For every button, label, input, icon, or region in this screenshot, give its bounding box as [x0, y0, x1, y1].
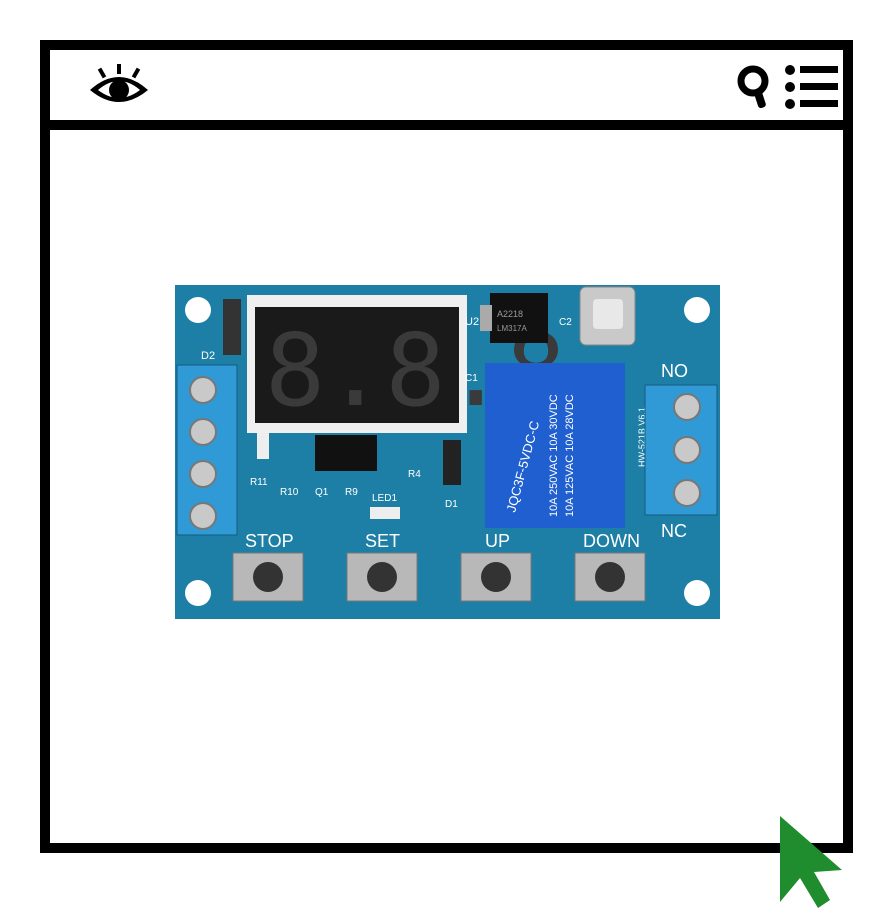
- button-up[interactable]: UP: [460, 531, 532, 602]
- label-d2: D2: [201, 350, 215, 362]
- menu-icon[interactable]: [784, 62, 840, 112]
- chip-text-a2218: A2218: [497, 309, 523, 319]
- label-d1: D1: [445, 499, 458, 510]
- button-label-up: UP: [485, 531, 510, 551]
- button-label-stop: STOP: [245, 531, 294, 551]
- relay-timer-board: D2 8.8.8. A2218 LM317A U2 C2 C1 JQC3F-5V…: [175, 285, 720, 619]
- button-label-set: SET: [365, 531, 400, 551]
- label-u2: U2: [465, 316, 479, 328]
- label-led1: LED1: [372, 493, 397, 504]
- terminal-label-no: NO: [661, 361, 688, 381]
- label-c1: C1: [465, 373, 478, 384]
- label-r11: R11: [250, 477, 268, 488]
- relay-rating-2: 10A 125VAC 10A 28VDC: [564, 394, 576, 517]
- cursor-arrow-icon: [780, 816, 842, 908]
- relay-rating-1: 10A 250VAC 10A 30VDC: [548, 394, 560, 517]
- label-r9: R9: [345, 487, 358, 498]
- chip-text-lm317a: LM317A: [497, 324, 527, 333]
- label-r4: R4: [408, 469, 421, 480]
- board-model: HW-521B V6.1: [637, 407, 647, 467]
- button-stop[interactable]: STOP: [232, 531, 304, 602]
- window-toolbar: [50, 50, 843, 130]
- search-icon[interactable]: [736, 64, 776, 112]
- eye-icon[interactable]: [84, 62, 154, 112]
- product-image-area: D2 8.8.8. A2218 LM317A U2 C2 C1 JQC3F-5V…: [50, 130, 843, 843]
- label-c2: C2: [559, 317, 572, 328]
- button-set[interactable]: SET: [346, 531, 418, 602]
- button-down[interactable]: DOWN: [574, 531, 646, 602]
- label-r10: R10: [280, 487, 299, 498]
- label-q1: Q1: [315, 487, 329, 498]
- terminal-label-nc: NC: [661, 521, 687, 541]
- browser-window: D2 8.8.8. A2218 LM317A U2 C2 C1 JQC3F-5V…: [40, 40, 853, 853]
- button-label-down: DOWN: [583, 531, 640, 551]
